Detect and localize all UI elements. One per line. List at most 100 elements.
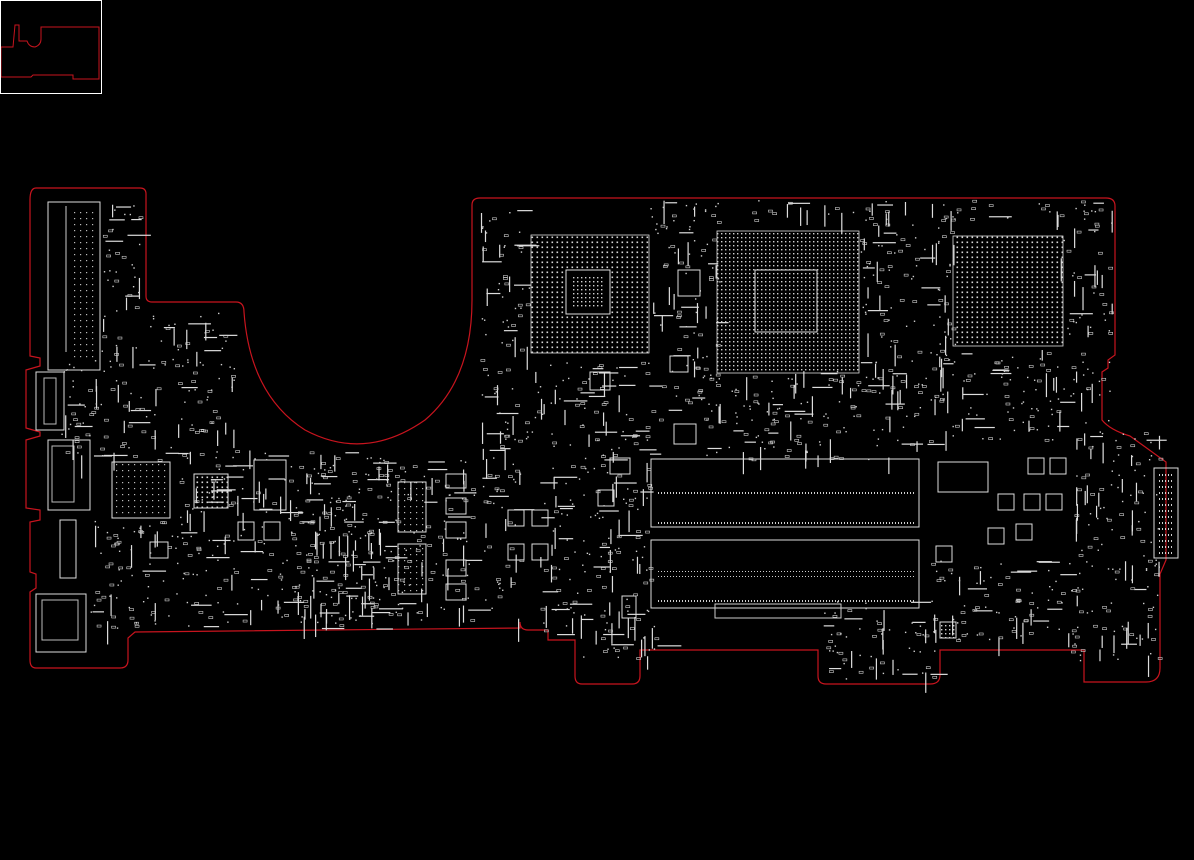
smd-part: [164, 598, 170, 602]
smd-part: [128, 447, 130, 449]
smd-part: [263, 542, 266, 545]
smd-part: [428, 461, 445, 463]
smd-part: [749, 405, 751, 408]
cpu-bga[interactable]: [530, 234, 650, 354]
smd-part: [787, 377, 790, 380]
smd-part: [90, 611, 92, 613]
smd-part: [447, 516, 471, 518]
smd-part: [172, 358, 174, 361]
smd-part: [1091, 383, 1093, 404]
smd-part: [860, 362, 873, 364]
memory-slot-1[interactable]: [650, 458, 920, 528]
smd-part: [373, 605, 379, 609]
smd-part: [223, 478, 226, 480]
smd-part: [950, 572, 953, 575]
smd-part: [73, 366, 75, 369]
smd-part: [216, 545, 219, 548]
smd-part: [338, 617, 344, 621]
smd-part: [1066, 249, 1072, 253]
smd-part: [110, 366, 112, 368]
smd-part: [388, 469, 393, 472]
smd-part: [430, 570, 436, 574]
smd-part: [110, 388, 116, 391]
smd-part: [334, 540, 336, 543]
smd-part: [231, 501, 236, 505]
smd-part: [651, 628, 653, 649]
smd-part: [961, 621, 967, 624]
smd-part: [354, 503, 356, 521]
smd-part: [378, 608, 403, 610]
smd-part: [947, 318, 949, 336]
smd-part: [310, 544, 316, 547]
smd-part: [313, 468, 316, 470]
gpu-bga[interactable]: [716, 230, 860, 374]
smd-part: [122, 527, 125, 529]
smd-part: [952, 618, 955, 621]
smd-part: [525, 303, 531, 307]
smd-part: [695, 311, 698, 314]
smd-part: [505, 564, 511, 568]
smd-part: [217, 559, 219, 561]
smd-part: [1130, 587, 1136, 591]
smd-part: [379, 457, 382, 460]
smd-part: [919, 407, 922, 409]
smd-part: [520, 251, 523, 253]
smd-part: [544, 629, 549, 633]
smd-part: [399, 603, 417, 605]
smd-part: [374, 603, 379, 606]
smd-part: [289, 500, 292, 522]
smd-part: [945, 217, 947, 220]
pch-bga[interactable]: [952, 235, 1064, 347]
smd-part: [634, 497, 637, 500]
smd-part: [378, 466, 380, 481]
memory-slot-2[interactable]: [650, 539, 920, 609]
smd-part: [388, 559, 393, 563]
smd-part: [1093, 537, 1099, 541]
smd-part: [897, 391, 899, 411]
smd-part: [243, 528, 246, 531]
smd-part: [603, 633, 625, 636]
smd-part: [138, 277, 141, 300]
smd-part: [282, 562, 284, 564]
smd-part: [611, 623, 613, 644]
minimap[interactable]: [0, 0, 102, 94]
smd-part: [715, 381, 718, 383]
smd-part: [233, 465, 254, 467]
smd-part: [426, 486, 432, 490]
smd-part: [92, 611, 105, 613]
smd-part: [1147, 586, 1149, 588]
smd-part: [487, 374, 489, 377]
smd-part: [599, 546, 610, 549]
smd-part: [164, 364, 166, 366]
smd-part: [543, 622, 545, 624]
smd-part: [553, 476, 578, 478]
smd-part: [1134, 469, 1136, 472]
smd-part: [710, 374, 712, 376]
smd-part: [138, 530, 144, 533]
smd-part: [234, 571, 239, 574]
smd-part: [675, 395, 678, 397]
smd-part: [484, 550, 486, 552]
smd-part: [105, 240, 124, 242]
smd-part: [571, 503, 574, 505]
smd-part: [768, 402, 770, 416]
smd-part: [947, 322, 952, 326]
smd-part: [608, 629, 613, 633]
smd-part: [924, 248, 926, 251]
smd-part: [202, 364, 204, 366]
smd-part: [905, 244, 911, 247]
smd-part: [888, 369, 894, 372]
smd-part: [318, 533, 320, 536]
smd-part: [615, 649, 620, 653]
smd-part: [1084, 212, 1089, 216]
smd-part: [435, 563, 438, 565]
smd-part: [303, 605, 309, 608]
smd-part: [1076, 595, 1078, 607]
smd-part: [614, 549, 617, 551]
smd-part: [208, 539, 211, 542]
smd-part: [899, 299, 905, 302]
smd-part: [888, 319, 890, 321]
smd-part: [514, 509, 535, 511]
